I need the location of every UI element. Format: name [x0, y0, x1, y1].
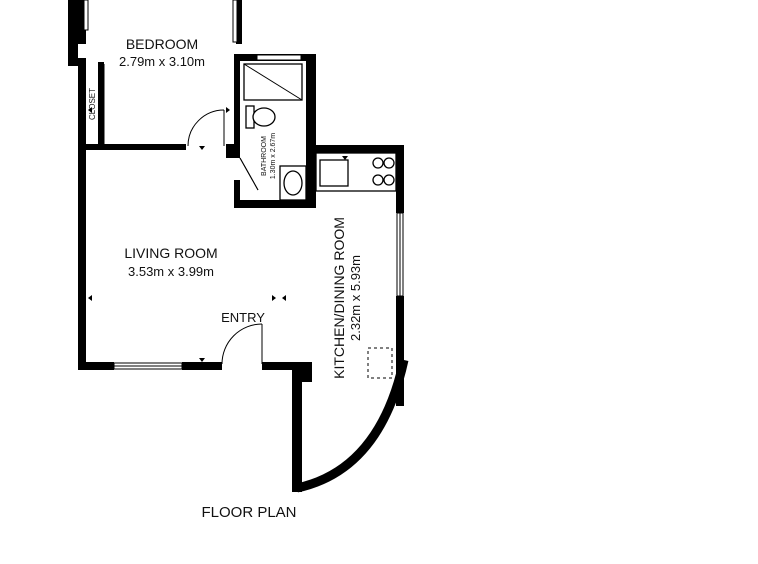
- living-room-dimensions: 3.53m x 3.99m: [128, 264, 214, 279]
- closet-name: CLOSET: [88, 88, 97, 120]
- dimension-arrows: [88, 107, 348, 470]
- fixtures: [103, 63, 397, 379]
- windows: [83, 0, 404, 370]
- kitchen-dimensions: 2.32m x 5.93m: [348, 255, 363, 341]
- stove-burner: [383, 157, 395, 169]
- living-room-name: LIVING ROOM: [124, 245, 217, 261]
- stove-burner: [372, 174, 384, 186]
- kitchen-sink: [319, 159, 349, 187]
- entry-label: ENTRY: [221, 310, 265, 325]
- dining-table: [367, 347, 393, 379]
- bathroom-dimensions: 1.30m x 2.67m: [270, 133, 277, 179]
- floor-plan-caption: FLOOR PLAN: [201, 504, 296, 521]
- walls: [68, 0, 409, 493]
- bedroom-dimensions: 2.79m x 3.10m: [119, 54, 205, 69]
- doors: [187, 109, 263, 365]
- stove-burner: [372, 157, 384, 169]
- toilet-bowl: [252, 107, 276, 127]
- bedroom-name: BEDROOM: [126, 36, 198, 52]
- bathroom-name: BATHROOM: [261, 136, 268, 176]
- stove-burner: [383, 174, 395, 186]
- kitchen-name: KITCHEN/DINING ROOM: [331, 217, 347, 379]
